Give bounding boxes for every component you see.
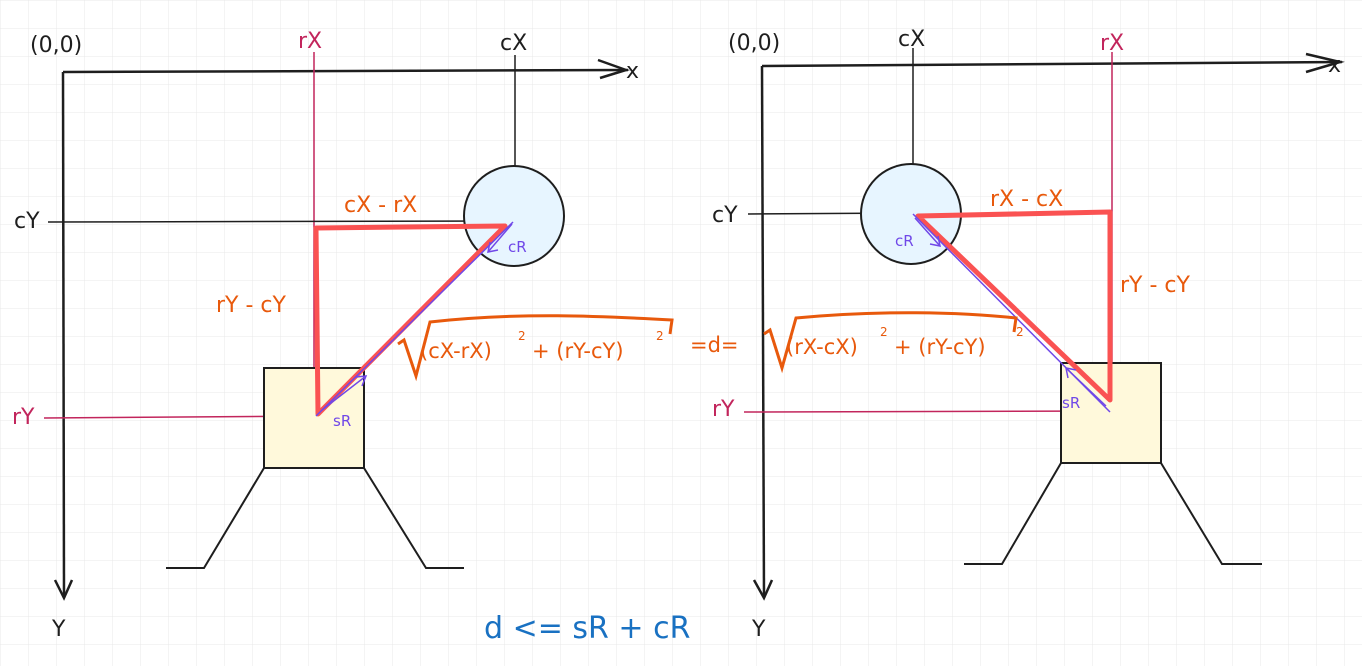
right-ry-label: rY	[712, 397, 735, 422]
left-sr-label: sR	[333, 412, 351, 430]
left-ry-label: rY	[12, 405, 35, 430]
left-distance-line	[315, 221, 514, 417]
left-robot-left-leg	[166, 467, 265, 569]
right-sr-arrow	[1065, 367, 1107, 407]
left-robot-right-leg	[363, 467, 464, 569]
left-vertical-label: rY - cY	[216, 293, 287, 318]
formula-left-term2: + (rY-cY)	[532, 339, 624, 363]
left-x-axis	[62, 68, 629, 74]
right-vertical-label: rY - cY	[1120, 273, 1191, 298]
right-origin-label: (0,0)	[728, 31, 780, 56]
right-sr-label: sR	[1062, 394, 1080, 412]
right-x-arrowhead	[1305, 52, 1345, 74]
right-x-axis-label: x	[1328, 53, 1341, 78]
right-cr-arrow	[914, 217, 941, 247]
left-x-axis-label: x	[626, 59, 639, 84]
formula-left-term1: (cX-rX)	[420, 339, 492, 363]
left-cx-label: cX	[500, 31, 527, 56]
right-x-axis	[761, 60, 1343, 68]
formula-left-exp1: 2	[518, 329, 526, 343]
left-sr-arrowhead	[355, 375, 368, 387]
right-y-axis-label: Y	[751, 617, 766, 642]
right-sr-arrowhead	[1065, 367, 1077, 379]
left-rx-label: rX	[298, 29, 322, 54]
left-cr-label: cR	[508, 238, 527, 256]
right-ry-guide	[743, 410, 1115, 413]
right-sqrt-sign	[763, 311, 1018, 374]
formula-left-exp2: 2	[656, 329, 664, 343]
left-panel: (0,0) x Y rX cX cY rY cR sR cX - rX rY -…	[12, 29, 639, 642]
left-distance-triangle	[313, 223, 508, 417]
right-y-arrowhead	[752, 579, 774, 601]
right-distance-triangle	[915, 209, 1113, 403]
left-y-axis	[61, 71, 66, 599]
right-cr-label: cR	[895, 232, 914, 250]
left-x-arrowhead	[597, 58, 630, 80]
right-cx-label: cX	[898, 27, 925, 52]
left-sqrt-sign	[397, 314, 674, 382]
collision-condition: d <= sR + cR	[484, 611, 690, 646]
right-horizontal-label: rX - cX	[990, 187, 1063, 212]
right-cr-arrowhead	[929, 235, 941, 247]
right-rx-label: rX	[1100, 31, 1124, 56]
left-y-axis-label: Y	[51, 617, 66, 642]
distance-formula: (cX-rX) 2 + (rY-cY) 2 =d= (rX-cX) 2 + (r…	[397, 311, 1024, 382]
left-cy-label: cY	[14, 209, 40, 234]
left-cr-arrow	[487, 223, 513, 253]
formula-middle: =d=	[690, 333, 739, 357]
right-cy-label: cY	[712, 203, 738, 228]
formula-right-exp2: 2	[1016, 325, 1024, 339]
right-y-axis	[760, 65, 766, 599]
formula-right-exp1: 2	[880, 325, 888, 339]
right-robot-right-leg	[1160, 462, 1262, 565]
right-panel: (0,0) x Y cX rX cY rY cR sR rX - cX rY -…	[712, 27, 1345, 642]
right-robot-left-leg	[964, 462, 1062, 565]
left-sr-arrow	[321, 375, 367, 411]
left-origin-label: (0,0)	[30, 33, 82, 58]
left-horizontal-label: cX - rX	[344, 193, 417, 218]
formula-right-term1: (rX-cX)	[786, 335, 858, 359]
left-cr-arrowhead	[487, 241, 499, 253]
left-y-arrowhead	[53, 579, 74, 601]
left-cy-guide	[47, 220, 516, 223]
formula-right-term2: + (rY-cY)	[894, 335, 986, 359]
